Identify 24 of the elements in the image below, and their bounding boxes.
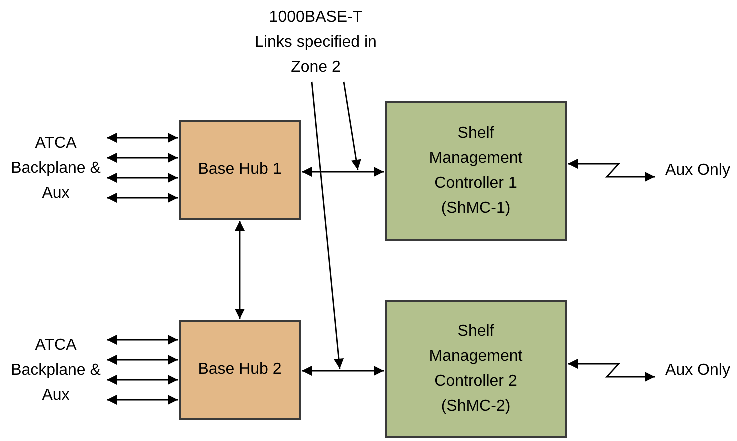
node-label: Aux Only: [660, 358, 736, 382]
arrow: [107, 355, 178, 365]
leader-line: [311, 82, 344, 370]
leader-line: [343, 82, 362, 170]
arrow: [107, 193, 178, 203]
node-label: ATCA Backplane & Aux: [6, 128, 106, 208]
node-label: Aux Only: [660, 158, 736, 182]
arrow: [107, 133, 178, 143]
controller-box: Shelf Management Controller 1 (ShMC-1): [385, 101, 567, 241]
arrow: [302, 366, 384, 376]
node-label: ATCA Backplane & Aux: [6, 330, 106, 410]
arrow: [302, 167, 384, 177]
arrow: [107, 153, 178, 163]
hub-box: Base Hub 2: [179, 320, 301, 420]
hub-box: Base Hub 1: [179, 120, 301, 220]
node-label: 1000BASE-T Links specified in Zone 2: [250, 4, 382, 80]
arrow: [568, 159, 655, 182]
arrow: [107, 335, 178, 345]
arrow: [235, 221, 245, 319]
controller-box: Shelf Management Controller 2 (ShMC-2): [385, 300, 567, 438]
arrow: [107, 395, 178, 405]
arrow: [107, 173, 178, 183]
arrow: [107, 375, 178, 385]
arrow: [568, 359, 655, 382]
